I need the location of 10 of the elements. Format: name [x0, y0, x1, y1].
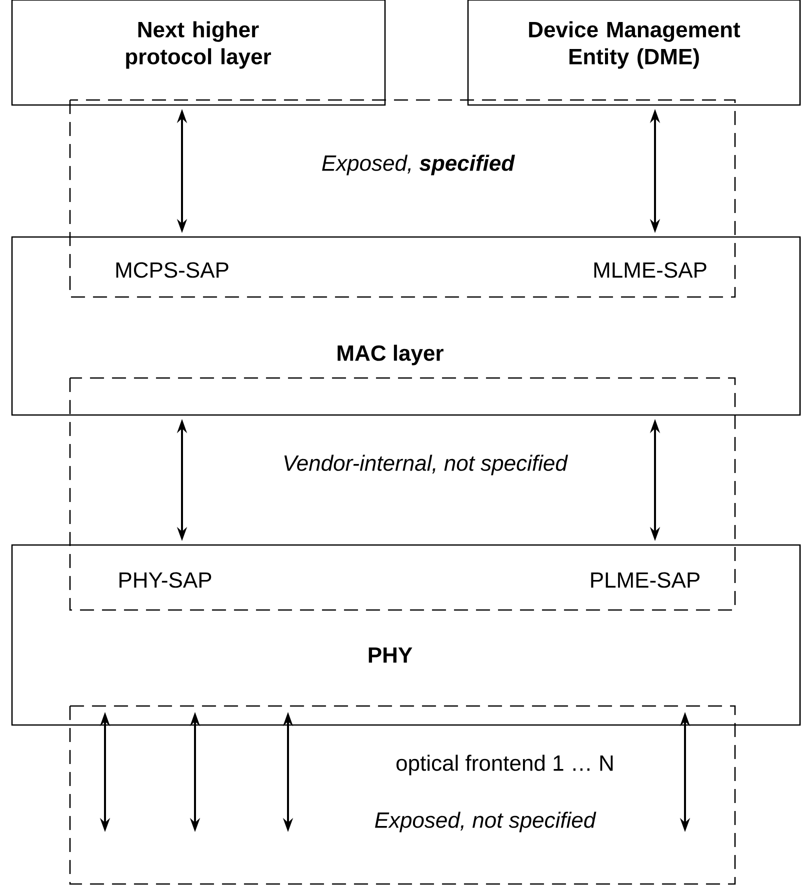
region-label: Exposed, specified	[322, 154, 515, 176]
interface-label: optical frontend 1 … N	[396, 754, 613, 776]
region-label: Exposed, not specified	[375, 812, 596, 832]
region-label: Vendor-internal, not specified	[284, 454, 568, 476]
interface-label: MCPS-SAP	[116, 262, 228, 278]
layer-box: Next higher protocol layer	[11, 0, 386, 106]
layer-box: Device Management Entity (DME)	[467, 0, 801, 106]
interface-label: PLME-SAP	[591, 572, 700, 588]
interface-label: MLME-SAP	[594, 262, 706, 278]
interface-label: PHY-SAP	[120, 572, 212, 588]
